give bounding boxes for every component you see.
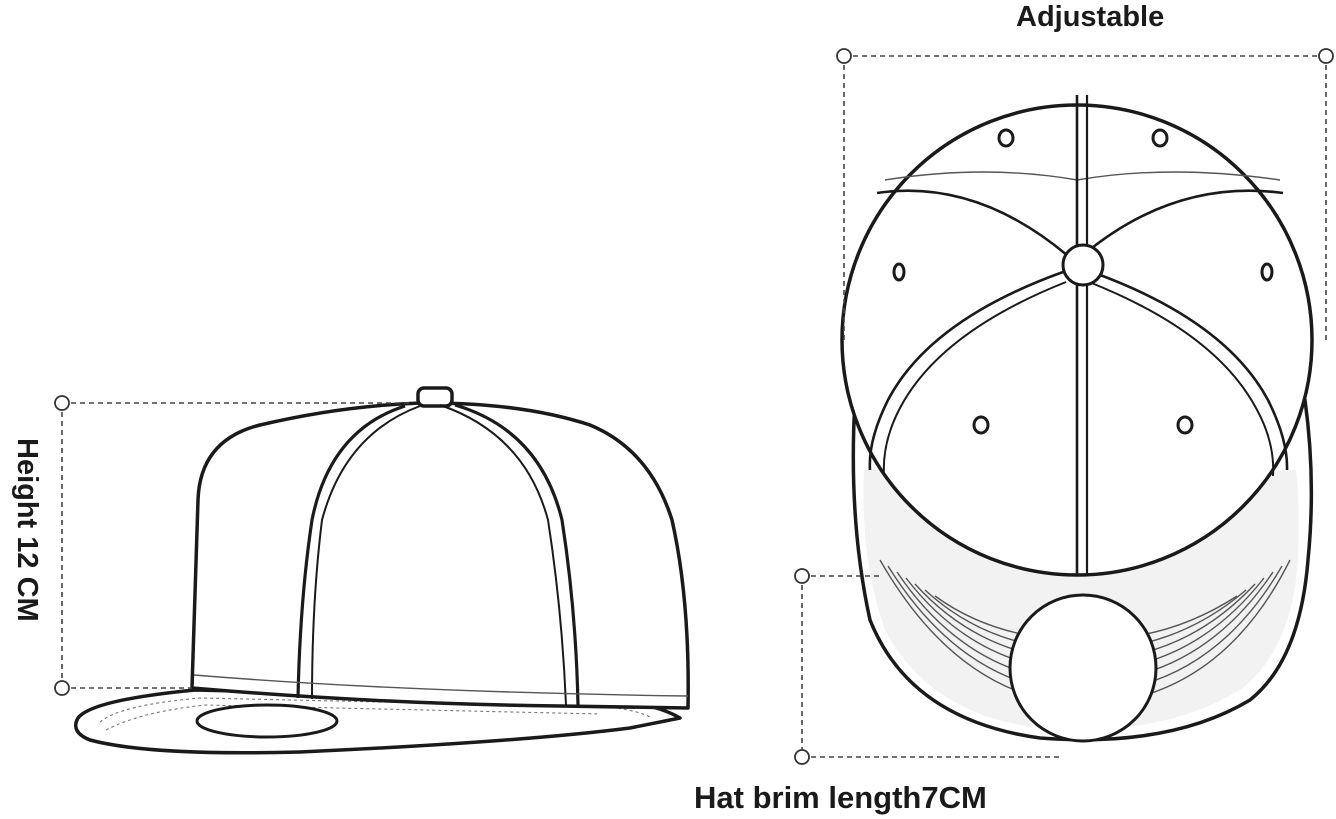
brim-length-dimension-guide <box>794 568 1060 765</box>
cap-side-view-icon <box>74 386 690 755</box>
height-label: Height 12 CM <box>11 438 43 622</box>
adjustable-guide-dot-right <box>1318 48 1334 64</box>
height-guide-dot-bottom <box>54 680 70 696</box>
top-seam-lower-right-2 <box>1088 281 1275 477</box>
top-seam-lower-left <box>868 270 1064 471</box>
side-crown <box>190 401 690 710</box>
side-sweatband <box>193 674 689 697</box>
side-seam-right <box>454 403 580 706</box>
adjustable-dimension-guide <box>836 48 1334 340</box>
side-seam-right-inner <box>439 404 567 706</box>
side-logo-oval <box>195 703 339 739</box>
eyelet-icons <box>892 128 1274 435</box>
height-guide-dot-top <box>54 395 70 411</box>
top-seam-lower-left-2 <box>882 281 1067 477</box>
side-seam-left <box>296 404 406 699</box>
top-center-button <box>1061 243 1105 287</box>
adjustable-label: Adjustable <box>1016 1 1165 33</box>
side-top-button <box>416 386 454 408</box>
side-brim-stitch-2 <box>105 704 601 731</box>
height-dimension-guide <box>54 395 410 696</box>
adjustable-guide-dot-left <box>836 48 852 64</box>
cap-top-view-icon <box>840 95 1314 743</box>
brim-guide-dot-top <box>794 568 810 584</box>
brim-length-label: Hat brim length7CM <box>694 780 987 815</box>
brim-guide-dot-bottom <box>794 749 810 765</box>
top-logo-circle <box>1008 593 1158 743</box>
top-seam-lower-right <box>1091 270 1289 471</box>
side-brim-stitch <box>99 697 653 723</box>
side-seam-left-inner <box>311 405 421 700</box>
